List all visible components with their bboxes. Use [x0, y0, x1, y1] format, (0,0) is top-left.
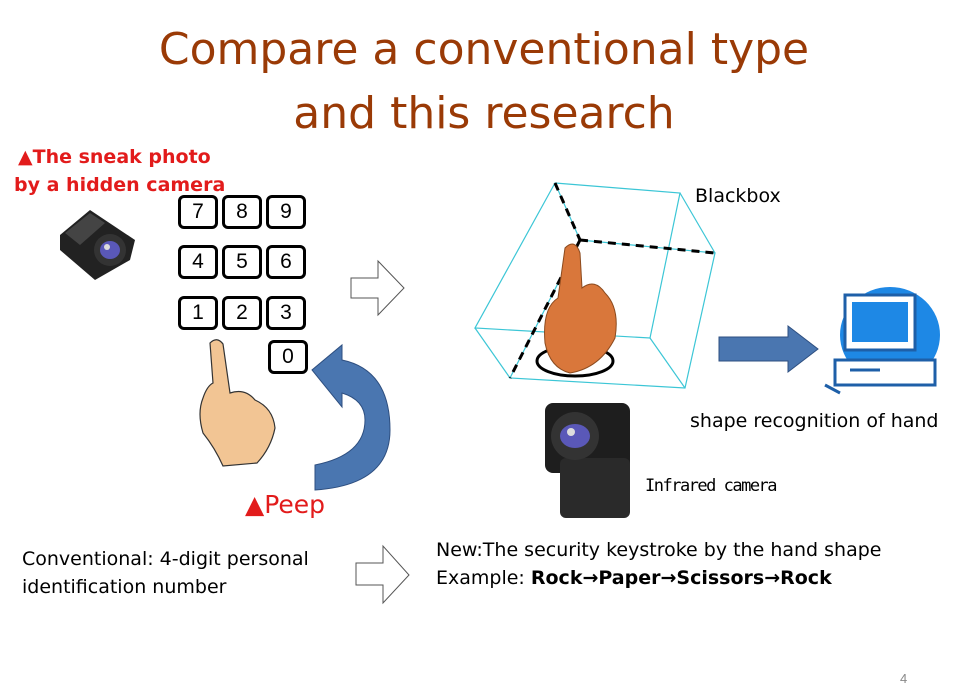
- conventional-line1: Conventional: 4-digit personal: [22, 548, 309, 570]
- peep-label: ▲Peep: [245, 490, 326, 519]
- sneak-photo-label-line2: by a hidden camera: [14, 174, 226, 196]
- hidden-camera-icon: [60, 210, 135, 280]
- keypad-key: 5: [222, 245, 262, 279]
- keypad-key: 4: [178, 245, 218, 279]
- keypad-key: 9: [266, 195, 306, 229]
- keypad-key: 0: [268, 340, 308, 374]
- keypad-key: 1: [178, 296, 218, 330]
- conventional-line2: identification number: [22, 576, 227, 598]
- sneak-photo-label-line1: ▲The sneak photo: [18, 146, 211, 168]
- page-number: 4: [900, 671, 908, 686]
- pointing-hand-icon: [199, 339, 276, 467]
- new-method-example: Example: Rock→Paper→Scissors→Rock: [436, 567, 832, 589]
- keypad-key: 3: [266, 296, 306, 330]
- infrared-camera-label: Infrared camera: [645, 476, 778, 496]
- example-prefix: Example:: [436, 567, 531, 589]
- infrared-camera-icon: [545, 403, 630, 518]
- blackbox-diagram: [474, 182, 716, 389]
- slide-title-line1: Compare a conventional type: [158, 24, 810, 75]
- keypad-key: 6: [266, 245, 306, 279]
- computer-icon: [824, 287, 940, 395]
- blackbox-label: Blackbox: [695, 185, 781, 207]
- hollow-right-arrow-icon: [350, 259, 405, 317]
- recognition-label: shape recognition of hand: [690, 410, 939, 432]
- example-sequence: Rock→Paper→Scissors→Rock: [530, 567, 832, 589]
- slide-title-line2: and this research: [293, 88, 675, 139]
- hollow-right-arrow-icon: [355, 544, 410, 605]
- keypad-key: 7: [178, 195, 218, 229]
- curved-arrow-icon: [311, 343, 391, 491]
- keypad-key: 2: [222, 296, 262, 330]
- keypad-key: 8: [222, 195, 262, 229]
- right-arrow-icon: [718, 324, 819, 374]
- new-method-line1: New:The security keystroke by the hand s…: [436, 539, 882, 561]
